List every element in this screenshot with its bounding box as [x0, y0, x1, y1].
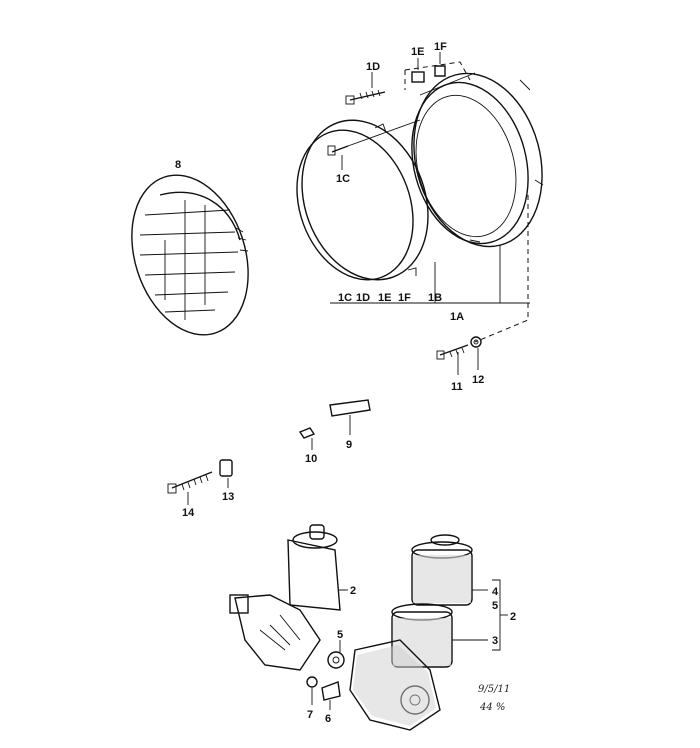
- wiper-motor: [229, 524, 345, 671]
- clip-1E: [411, 58, 425, 83]
- nut-5: [327, 640, 345, 669]
- row-label-1F: 1F: [398, 292, 411, 304]
- adjuster-9: [329, 399, 371, 435]
- screw-6: [321, 681, 341, 710]
- screw-11: [436, 344, 469, 375]
- label-2-group: 2: [510, 611, 516, 623]
- label-1A: 1A: [450, 311, 464, 323]
- label-5-nut: 5: [337, 629, 343, 641]
- label-1E: 1E: [411, 46, 424, 58]
- row-label-1C: 1C: [338, 292, 352, 304]
- annotation-code: 9/5/11: [478, 684, 510, 695]
- annotation-percent: 44 %: [479, 702, 505, 713]
- label-1C: 1C: [336, 173, 350, 185]
- label-6: 6: [325, 713, 331, 725]
- headlight-insert: [131, 174, 249, 336]
- washer-7: [306, 676, 318, 705]
- washer-12: [470, 336, 482, 370]
- screw-14: [167, 471, 213, 505]
- label-9: 9: [346, 439, 352, 451]
- row-label-1D: 1D: [356, 292, 370, 304]
- clip-10: [298, 427, 316, 450]
- clip-1F: [434, 52, 446, 77]
- row-label-1B: 1B: [428, 292, 442, 304]
- leader-1E-1F: [404, 61, 471, 90]
- housing-ring: [411, 72, 544, 248]
- pump-housing: [349, 639, 441, 731]
- label-12: 12: [472, 374, 484, 386]
- nut-13: [219, 459, 233, 488]
- label-8: 8: [175, 159, 181, 171]
- label-2-motor: 2: [350, 585, 356, 597]
- label-11: 11: [451, 381, 463, 393]
- label-13: 13: [222, 491, 234, 503]
- retaining-ring: [296, 119, 429, 281]
- label-1D: 1D: [366, 61, 380, 73]
- screw-1D: [345, 72, 386, 105]
- filter-4: [411, 534, 473, 606]
- label-10: 10: [305, 453, 317, 465]
- label-4: 4: [492, 586, 499, 598]
- screw-1C: [327, 119, 421, 170]
- label-14: 14: [182, 507, 195, 519]
- group-bracket: [340, 579, 508, 651]
- label-1F: 1F: [434, 41, 447, 53]
- label-5-group: 5: [492, 600, 498, 612]
- assembly-brackets: [330, 195, 530, 343]
- row-label-1E: 1E: [378, 292, 391, 304]
- label-3: 3: [492, 635, 498, 647]
- label-7: 7: [307, 709, 313, 721]
